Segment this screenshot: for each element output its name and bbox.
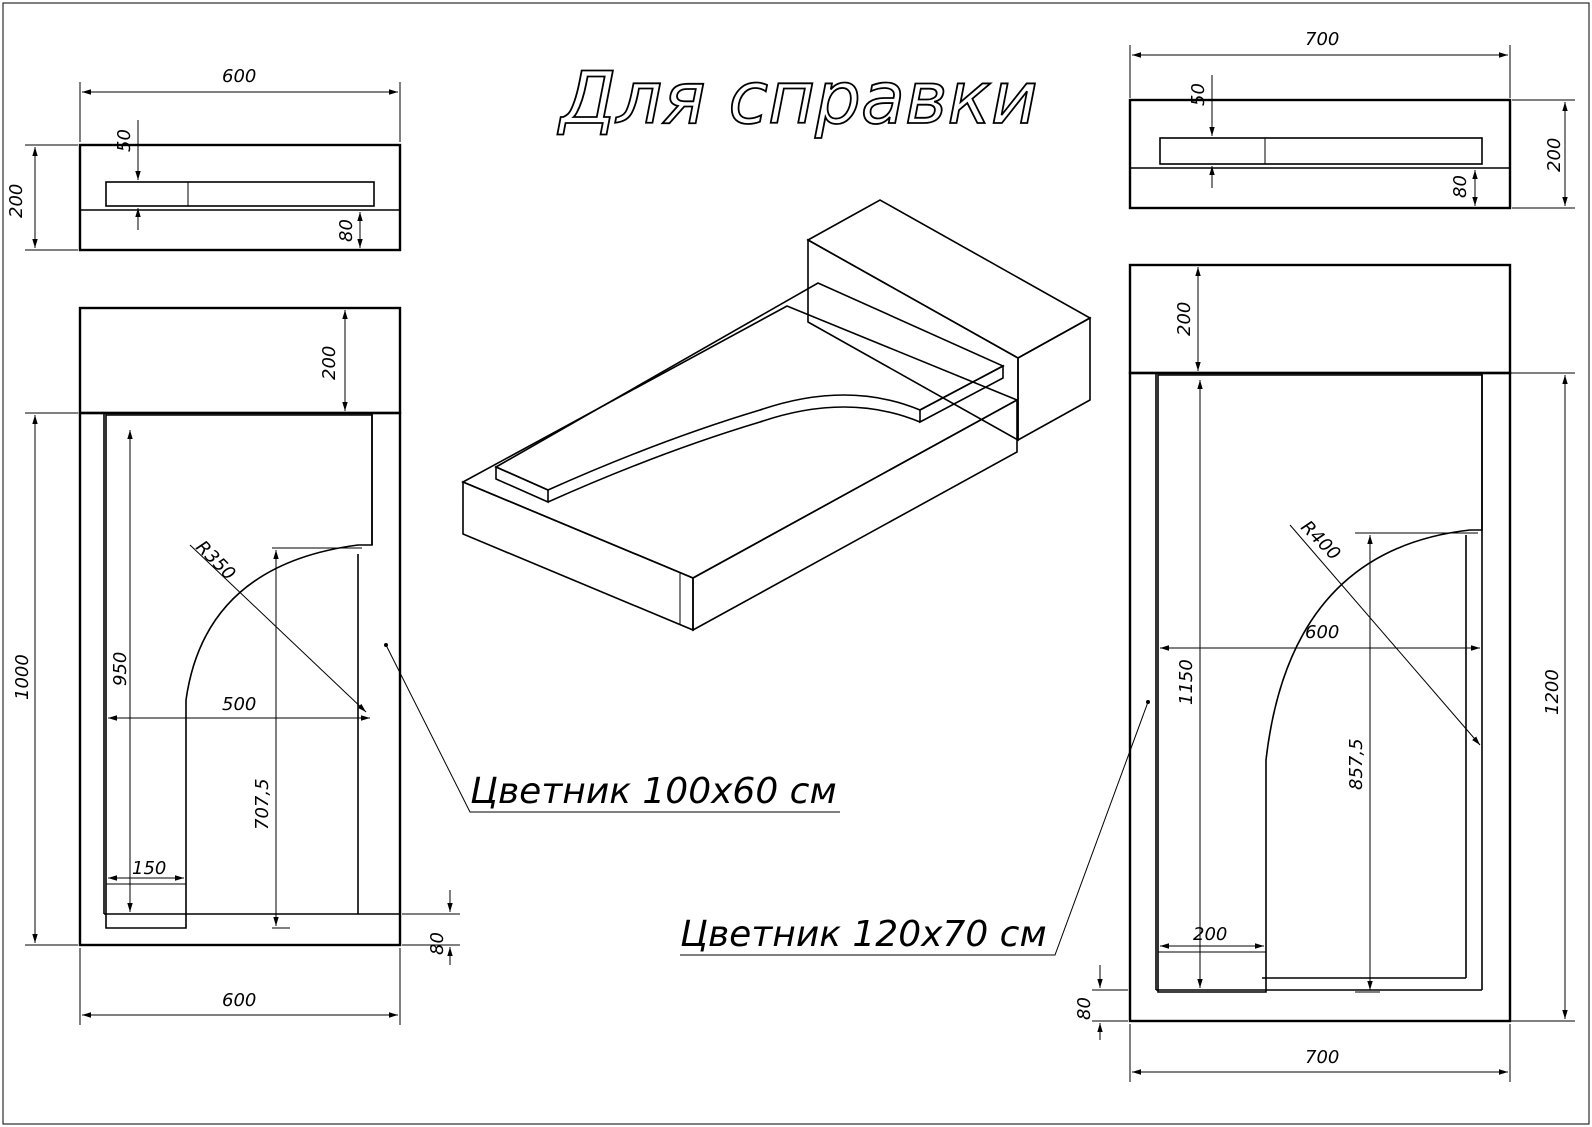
- large-plan-strip: 200: [1193, 924, 1227, 945]
- small-plan-tail: 707,5: [252, 778, 273, 830]
- large-side-view: 700 200 50 80: [1128, 29, 1575, 210]
- large-plan-tail: 857,5: [1346, 738, 1367, 790]
- small-plan-inner-length: 950: [110, 652, 131, 686]
- small-side-top-gap: 50: [114, 129, 135, 152]
- small-side-view: 600 200 50 80: [6, 66, 402, 252]
- small-plan-span: 500: [222, 694, 256, 715]
- small-plan-length: 1000: [12, 654, 33, 700]
- large-bed-label: Цветник 120х70 см: [680, 914, 1047, 955]
- large-side-base: 80: [1450, 175, 1471, 198]
- small-plan-bottom: 80: [427, 932, 448, 955]
- large-plan-span: 600: [1305, 622, 1339, 643]
- small-side-width: 600: [222, 66, 256, 87]
- large-side-width: 700: [1305, 29, 1339, 50]
- large-side-top-gap: 50: [1188, 83, 1209, 106]
- large-plan-bottom: 80: [1074, 997, 1095, 1020]
- page-title: Для справки: [557, 56, 1038, 140]
- large-side-height: 200: [1544, 138, 1565, 172]
- small-plan-radius: R350: [191, 537, 239, 585]
- small-plan-strip: 150: [132, 858, 166, 879]
- large-plan-inner-length: 1150: [1176, 659, 1197, 705]
- large-plan-view: 200 1200 R400 600 1150 857,5 200 80 700: [680, 263, 1575, 1082]
- small-bed-label: Цветник 100х60 см: [470, 771, 837, 812]
- large-plan-length: 1200: [1542, 669, 1563, 715]
- isometric-view: [461, 199, 1092, 632]
- small-side-height: 200: [6, 184, 27, 218]
- large-plan-width: 700: [1305, 1047, 1339, 1068]
- small-plan-head: 200: [319, 346, 340, 380]
- small-plan-width: 600: [222, 990, 256, 1011]
- small-side-base: 80: [336, 219, 357, 242]
- large-plan-head: 200: [1174, 302, 1195, 336]
